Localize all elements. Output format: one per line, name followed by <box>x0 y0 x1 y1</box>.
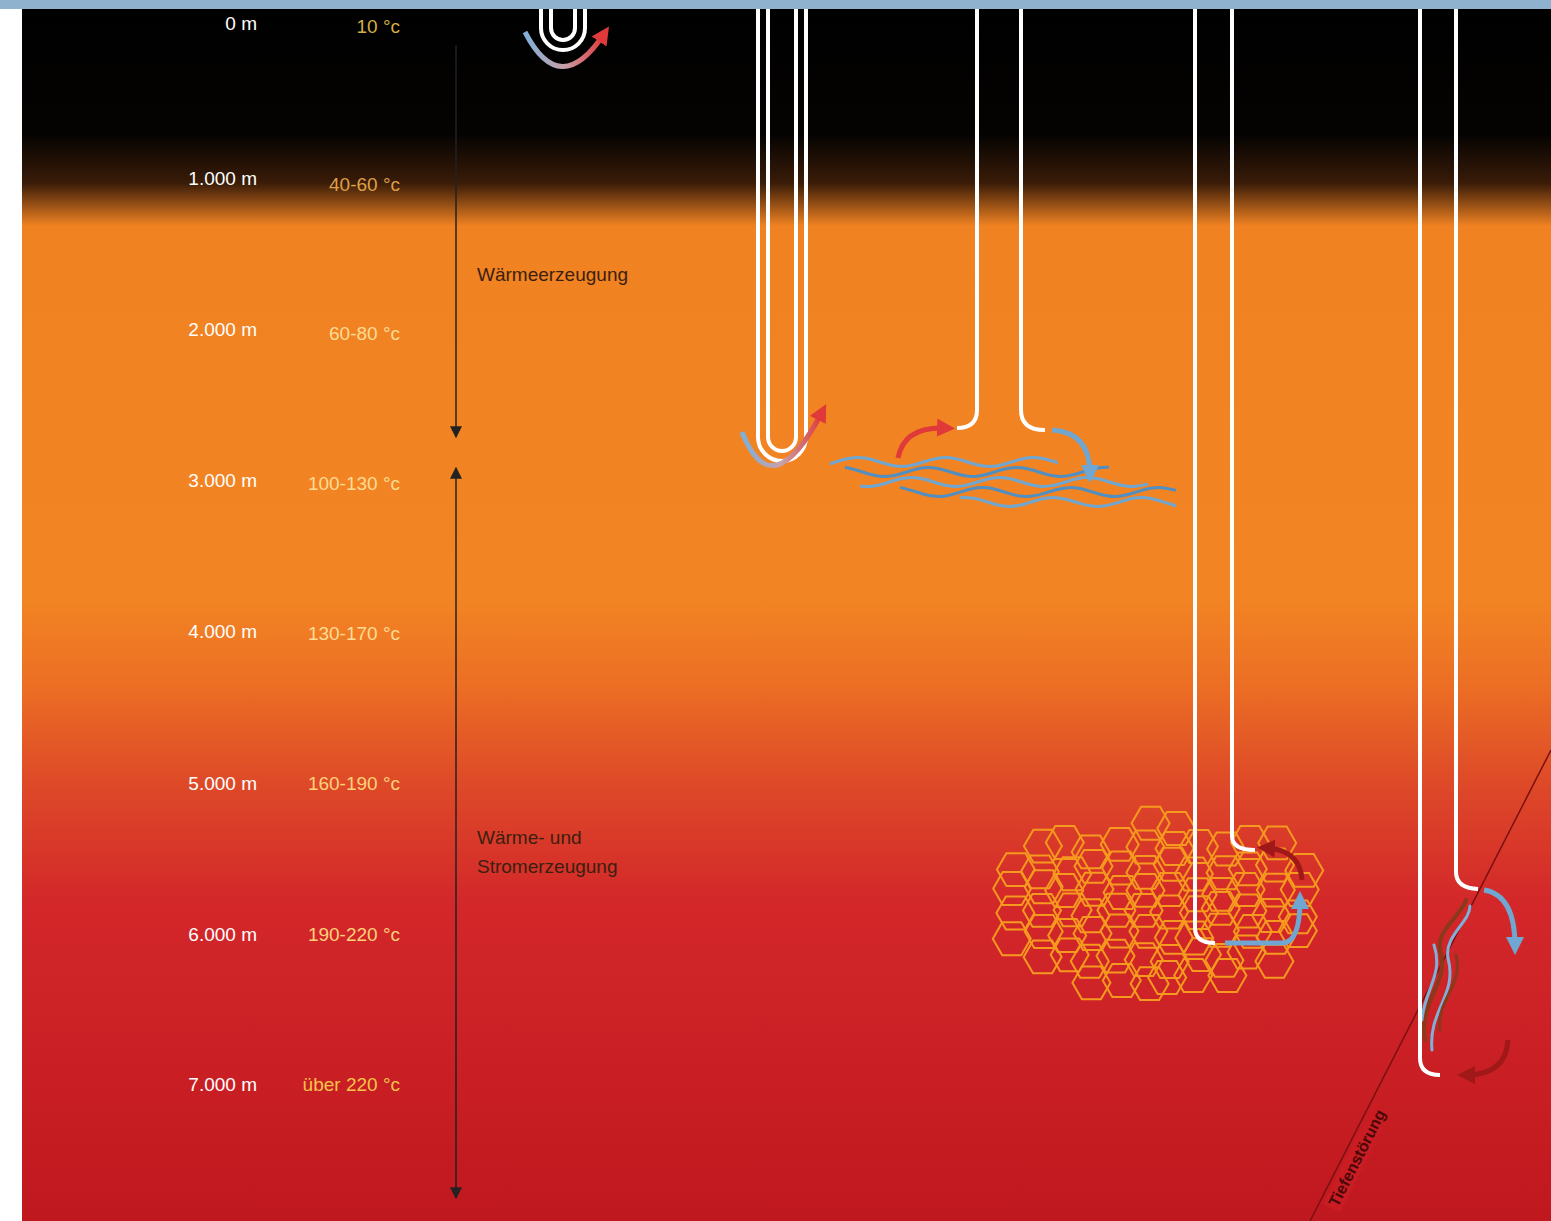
temperature-label: 160-190 °c <box>308 773 400 796</box>
fault-label: Tiefenstörung <box>1323 1104 1391 1213</box>
range-label: Wärmeerzeugung <box>477 264 628 287</box>
depth-label: 3.000 m <box>188 470 257 493</box>
temperature-label: über 220 °c <box>303 1074 400 1097</box>
wave-stroke <box>900 487 1176 496</box>
range-arrows <box>455 45 457 1198</box>
flow-arrows <box>525 32 1515 1075</box>
temperature-label: 130-170 °c <box>308 623 400 646</box>
wave-stroke <box>845 467 1109 476</box>
hex-cell <box>1131 967 1169 1000</box>
temperature-label: 60-80 °c <box>329 323 400 346</box>
hex-cell <box>1045 874 1083 907</box>
hex-cell <box>1202 878 1240 911</box>
temperature-label: 100-130 °c <box>308 473 400 496</box>
temperature-label: 10 °c <box>356 16 400 39</box>
hex-cell <box>993 922 1031 955</box>
depth-label: 1.000 m <box>188 168 257 191</box>
wave-stroke <box>960 497 1176 506</box>
range-label: Wärme- und Stromerzeugung <box>477 823 652 881</box>
rock-cells <box>993 807 1323 1000</box>
depth-label: 4.000 m <box>188 621 257 644</box>
depth-label: 5.000 m <box>188 773 257 796</box>
wave-stroke <box>830 458 1058 467</box>
boreholes <box>541 9 1478 1075</box>
ground-gradient <box>22 0 1551 1221</box>
hex-cell <box>1126 831 1164 864</box>
hex-cell <box>1208 959 1246 992</box>
wave-stroke <box>860 478 1148 487</box>
hex-cell <box>1071 945 1109 978</box>
surface-bar <box>0 0 1551 9</box>
temperature-label: 40-60 °c <box>329 174 400 197</box>
hex-cell <box>1104 876 1142 909</box>
aquifer <box>830 458 1176 507</box>
fault-line <box>1310 750 1551 1221</box>
fault-flow <box>1422 900 1470 1050</box>
hex-cell <box>1255 945 1293 978</box>
hex-cell <box>1097 894 1135 927</box>
depth-label: 7.000 m <box>188 1074 257 1097</box>
temperature-label: 190-220 °c <box>308 924 400 947</box>
depth-label: 2.000 m <box>188 319 257 342</box>
depth-label: 0 m <box>225 13 257 36</box>
hex-cell <box>1101 914 1139 947</box>
hex-cell <box>1227 873 1265 906</box>
depth-label: 6.000 m <box>188 924 257 947</box>
